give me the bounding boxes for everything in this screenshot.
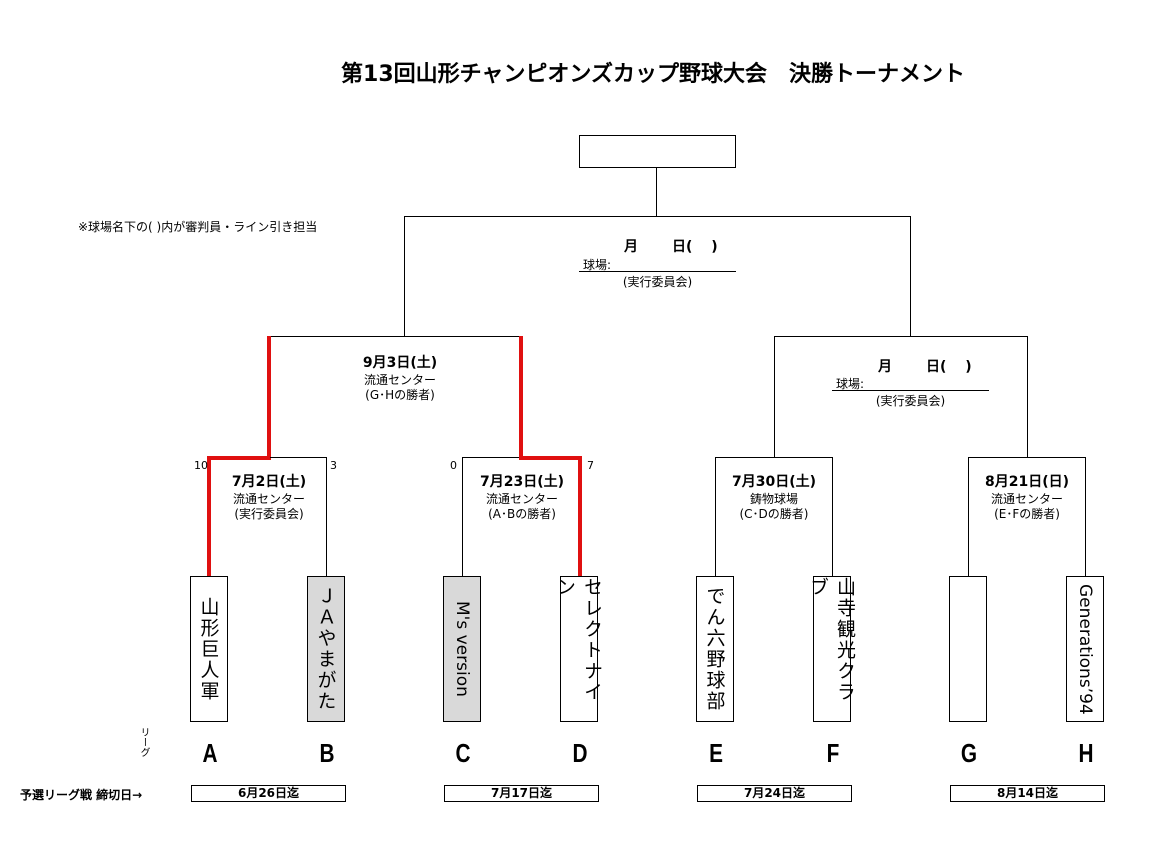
league-c: C — [455, 738, 471, 768]
referee-note: ※球場名下の( )内が審判員・ライン引き担当 — [78, 220, 318, 234]
bracket-line — [910, 216, 911, 337]
bracket-line — [774, 336, 775, 458]
score-b: 3 — [330, 459, 337, 472]
team-name-a: 山形巨人軍 — [197, 596, 220, 702]
final-date-month: 月 — [624, 239, 638, 255]
winner-line — [207, 456, 211, 577]
league-f: F — [826, 738, 840, 768]
bracket-line — [715, 457, 833, 458]
quarterfinal-4-venue: 流通センター — [990, 491, 1063, 506]
bracket-line — [270, 457, 327, 458]
score-d: 7 — [587, 459, 594, 472]
bracket-line — [326, 457, 327, 577]
quarterfinal-2-date: 7月23日(土) — [479, 474, 565, 490]
bracket-line — [715, 457, 716, 577]
team-name-h: Generations’94 — [1075, 583, 1095, 715]
team-box-c: M's version — [443, 576, 481, 722]
bracket-line — [462, 457, 463, 577]
quarterfinal-2-info: 7月23日(土) 流通センター (A･Bの勝者) — [458, 474, 586, 522]
winner-line — [578, 456, 582, 577]
team-name-e: でん六野球部 — [703, 586, 726, 712]
semifinal-2-date-day: 日( ) — [926, 359, 972, 375]
quarterfinal-2-referee: (A･Bの勝者) — [488, 506, 556, 521]
team-box-a: 山形巨人軍 — [190, 576, 228, 722]
champion-box — [579, 135, 736, 168]
bracket-line — [832, 457, 833, 577]
bracket-line — [404, 216, 911, 217]
team-name-d: セレクトナイン — [554, 577, 603, 703]
bracket-line — [404, 216, 405, 337]
team-name-f: 山寺観光クラブ — [807, 577, 856, 703]
quarterfinal-3-info: 7月30日(土) 鋳物球場 (C･Dの勝者) — [710, 474, 838, 522]
deadline-ef: 7月24日迄 — [697, 785, 852, 802]
semifinal-1-referee: (G･Hの勝者) — [365, 387, 435, 402]
bracket-line — [268, 336, 522, 337]
winner-line — [519, 336, 523, 458]
semifinal-1-info: 9月3日(土) 流通センター (G･Hの勝者) — [330, 355, 470, 403]
team-name-c: M's version — [452, 601, 472, 697]
bracket-line — [656, 168, 657, 217]
semifinal-2-venue-label: 球場: — [836, 377, 865, 391]
bracket-line — [774, 336, 1028, 337]
final-venue-label: 球場: — [583, 258, 612, 272]
quarterfinal-1-date: 7月2日(土) — [231, 474, 307, 490]
team-box-e: でん六野球部 — [696, 576, 734, 722]
semifinal-1-venue: 流通センター — [363, 372, 436, 387]
deadline-ab: 6月26日迄 — [191, 785, 346, 802]
final-venue-underline — [579, 271, 736, 272]
quarterfinal-4-referee: (E･Fの勝者) — [994, 506, 1060, 521]
quarterfinal-1-venue: 流通センター — [232, 491, 305, 506]
winner-line — [207, 456, 271, 460]
bracket-line — [1027, 336, 1028, 458]
bracket-line — [968, 457, 969, 577]
bracket-line — [968, 457, 1086, 458]
quarterfinal-3-date: 7月30日(土) — [731, 474, 817, 490]
team-box-d: セレクトナイン — [554, 576, 603, 722]
score-c: 0 — [450, 459, 457, 472]
quarterfinal-1-info: 7月2日(土) 流通センター (実行委員会) — [205, 474, 333, 522]
winner-line — [267, 336, 271, 458]
semifinal-2-date-month: 月 — [878, 359, 892, 375]
final-date-day: 日( ) — [672, 239, 718, 255]
league-label: リーグ — [138, 727, 149, 757]
page-title: 第13回山形チャンピオンズカップ野球大会 決勝トーナメント — [341, 62, 965, 87]
quarterfinal-3-referee: (C･Dの勝者) — [739, 506, 809, 521]
quarterfinal-3-venue: 鋳物球場 — [749, 491, 798, 506]
bracket-line — [462, 457, 520, 458]
bracket-line — [1085, 457, 1086, 577]
deadline-label: 予選リーグ戦 締切日→ — [20, 788, 143, 802]
quarterfinal-4-info: 8月21日(日) 流通センター (E･Fの勝者) — [963, 474, 1091, 522]
deadline-gh: 8月14日迄 — [950, 785, 1105, 802]
team-box-f: 山寺観光クラブ — [807, 576, 856, 722]
league-e: E — [709, 738, 723, 768]
league-g: G — [960, 738, 978, 768]
quarterfinal-1-referee: (実行委員会) — [234, 506, 304, 521]
team-box-h: Generations’94 — [1066, 576, 1104, 722]
winner-line — [519, 456, 582, 460]
quarterfinal-2-venue: 流通センター — [485, 491, 558, 506]
final-referee: (実行委員会) — [622, 275, 693, 289]
league-d: D — [572, 738, 588, 768]
team-box-g — [949, 576, 987, 722]
team-box-b: ＪＡやまがた — [307, 576, 345, 722]
team-name-b: ＪＡやまがた — [314, 586, 337, 712]
semifinal-2-venue-underline — [832, 390, 989, 391]
semifinal-2-referee: (実行委員会) — [875, 394, 946, 408]
league-h: H — [1078, 738, 1094, 768]
league-a: A — [202, 738, 218, 768]
league-b: B — [319, 738, 335, 768]
semifinal-1-date: 9月3日(土) — [362, 355, 438, 371]
score-a: 10 — [194, 459, 208, 472]
quarterfinal-4-date: 8月21日(日) — [984, 474, 1070, 490]
deadline-cd: 7月17日迄 — [444, 785, 599, 802]
